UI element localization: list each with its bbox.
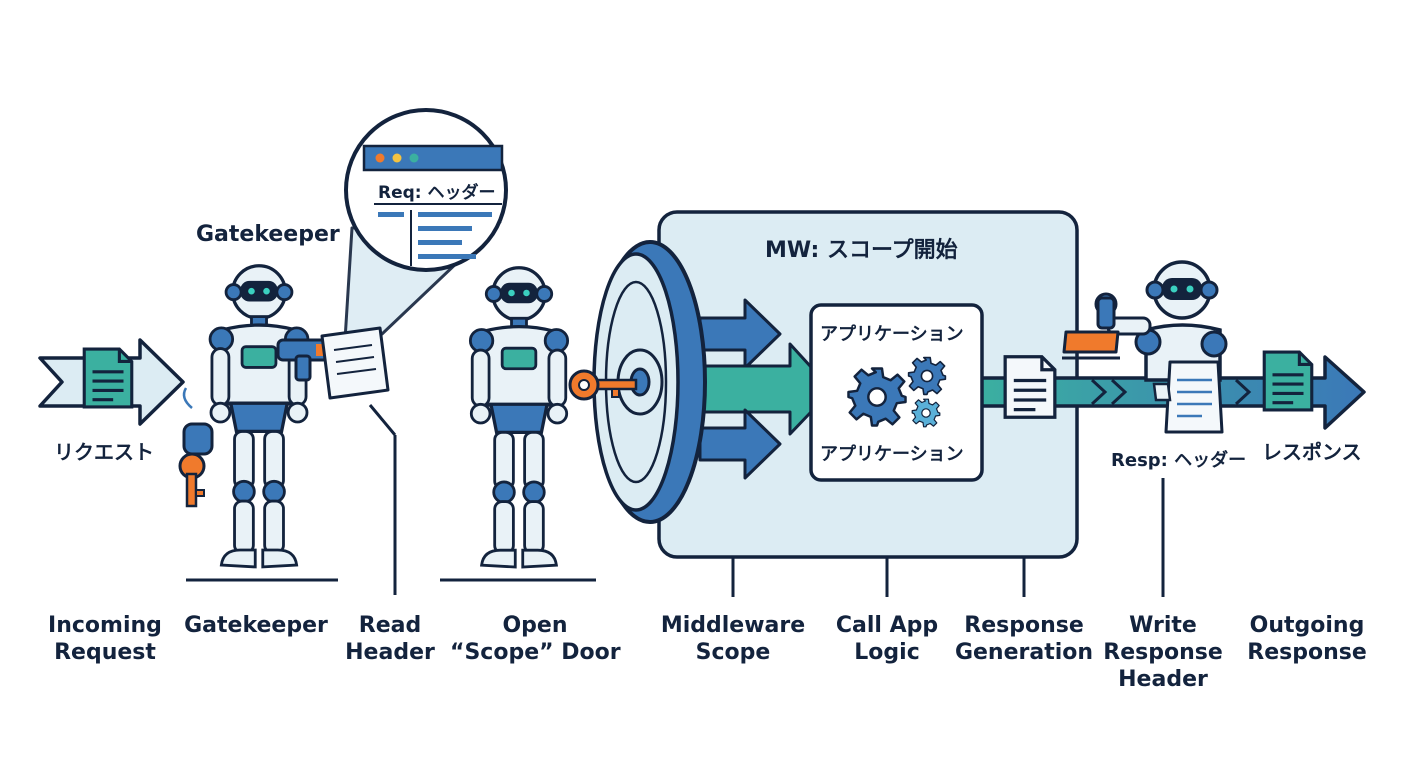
- step-read-header: Read Header: [340, 612, 440, 666]
- header-key-bar: [378, 212, 404, 217]
- header-value-bar-1: [418, 212, 492, 217]
- step-outgoing-response-line-1: Outgoing: [1249, 613, 1365, 638]
- small-gear-icon: [907, 356, 947, 396]
- response-jp-label: レスポンス: [1262, 440, 1362, 464]
- step-call-app-logic-line-1: Call App: [835, 613, 939, 638]
- step-read-header-line-1: Read: [358, 613, 422, 638]
- request-header-label: Req: ヘッダー: [378, 183, 496, 203]
- flow-arrow-top: [698, 298, 782, 370]
- step-middleware-scope-line-1: Middleware: [660, 613, 806, 638]
- step-incoming-request-line-2: Request: [54, 640, 156, 665]
- step-call-app-logic-line-2: Logic: [854, 640, 920, 665]
- step-open-scope-door-line-1: Open: [502, 613, 568, 638]
- key-and-lock: [178, 387, 214, 508]
- response-header-label: Resp: ヘッダー: [1111, 450, 1247, 471]
- scope-flow-arrows: [698, 298, 834, 480]
- tiny-gear-icon: [911, 398, 941, 428]
- request-paper: [320, 326, 390, 400]
- flow-arrow-bottom: [698, 408, 782, 480]
- header-value-bar-2: [418, 226, 472, 231]
- scope-box-title: MW: スコープ開始: [765, 238, 958, 263]
- outgoing-document-icon: [1262, 350, 1314, 412]
- step-write-response-header: Write Response Header: [1100, 612, 1226, 693]
- step-write-response-header-line-1: Write: [1129, 613, 1197, 638]
- step-outgoing-response: Outgoing Response: [1236, 612, 1378, 666]
- response-document-icon: [1003, 354, 1057, 420]
- step-open-scope-door: Open “Scope” Door: [450, 612, 621, 666]
- door-opener-robot: [468, 265, 570, 569]
- large-gear-icon: [847, 367, 907, 427]
- step-middleware-scope-line-2: Scope: [695, 640, 771, 665]
- window-dot-red: [375, 153, 385, 163]
- step-gatekeeper: Gatekeeper: [184, 612, 328, 639]
- incoming-document-icon: [82, 347, 134, 409]
- rubber-stamp: [1062, 296, 1120, 360]
- application-label-top: アプリケーション: [820, 324, 964, 345]
- window-dot-yellow: [392, 153, 402, 163]
- step-response-generation: Response Generation: [952, 612, 1096, 666]
- request-jp-label: リクエスト: [54, 440, 154, 464]
- step-response-generation-line-1: Response: [964, 613, 1084, 638]
- step-write-response-header-line-2: Response: [1103, 640, 1223, 665]
- window-dot-green: [409, 153, 419, 163]
- leader-read-header: [368, 404, 397, 436]
- step-incoming-request: Incoming Request: [34, 612, 176, 666]
- step-call-app-logic: Call App Logic: [826, 612, 948, 666]
- step-write-response-header-line-3: Header: [1118, 667, 1208, 692]
- step-open-scope-door-line-2: “Scope” Door: [450, 640, 621, 665]
- step-middleware-scope: Middleware Scope: [658, 612, 808, 666]
- step-incoming-request-line-1: Incoming: [48, 613, 162, 638]
- response-header-paper: [1152, 360, 1224, 434]
- step-gatekeeper-line-1: Gatekeeper: [184, 613, 328, 638]
- application-label-bottom: アプリケーション: [820, 444, 964, 465]
- browser-titlebar: [362, 144, 504, 172]
- step-outgoing-response-line-2: Response: [1247, 640, 1367, 665]
- gatekeeper-robot: [208, 263, 310, 569]
- step-response-generation-line-2: Generation: [954, 640, 1094, 665]
- header-magnifier: [343, 108, 508, 342]
- gatekeeper-title: Gatekeeper: [196, 222, 340, 247]
- header-value-bar-3: [418, 240, 462, 245]
- step-read-header-line-2: Header: [345, 640, 435, 665]
- header-value-bar-4: [418, 254, 476, 259]
- orange-key: [568, 369, 638, 401]
